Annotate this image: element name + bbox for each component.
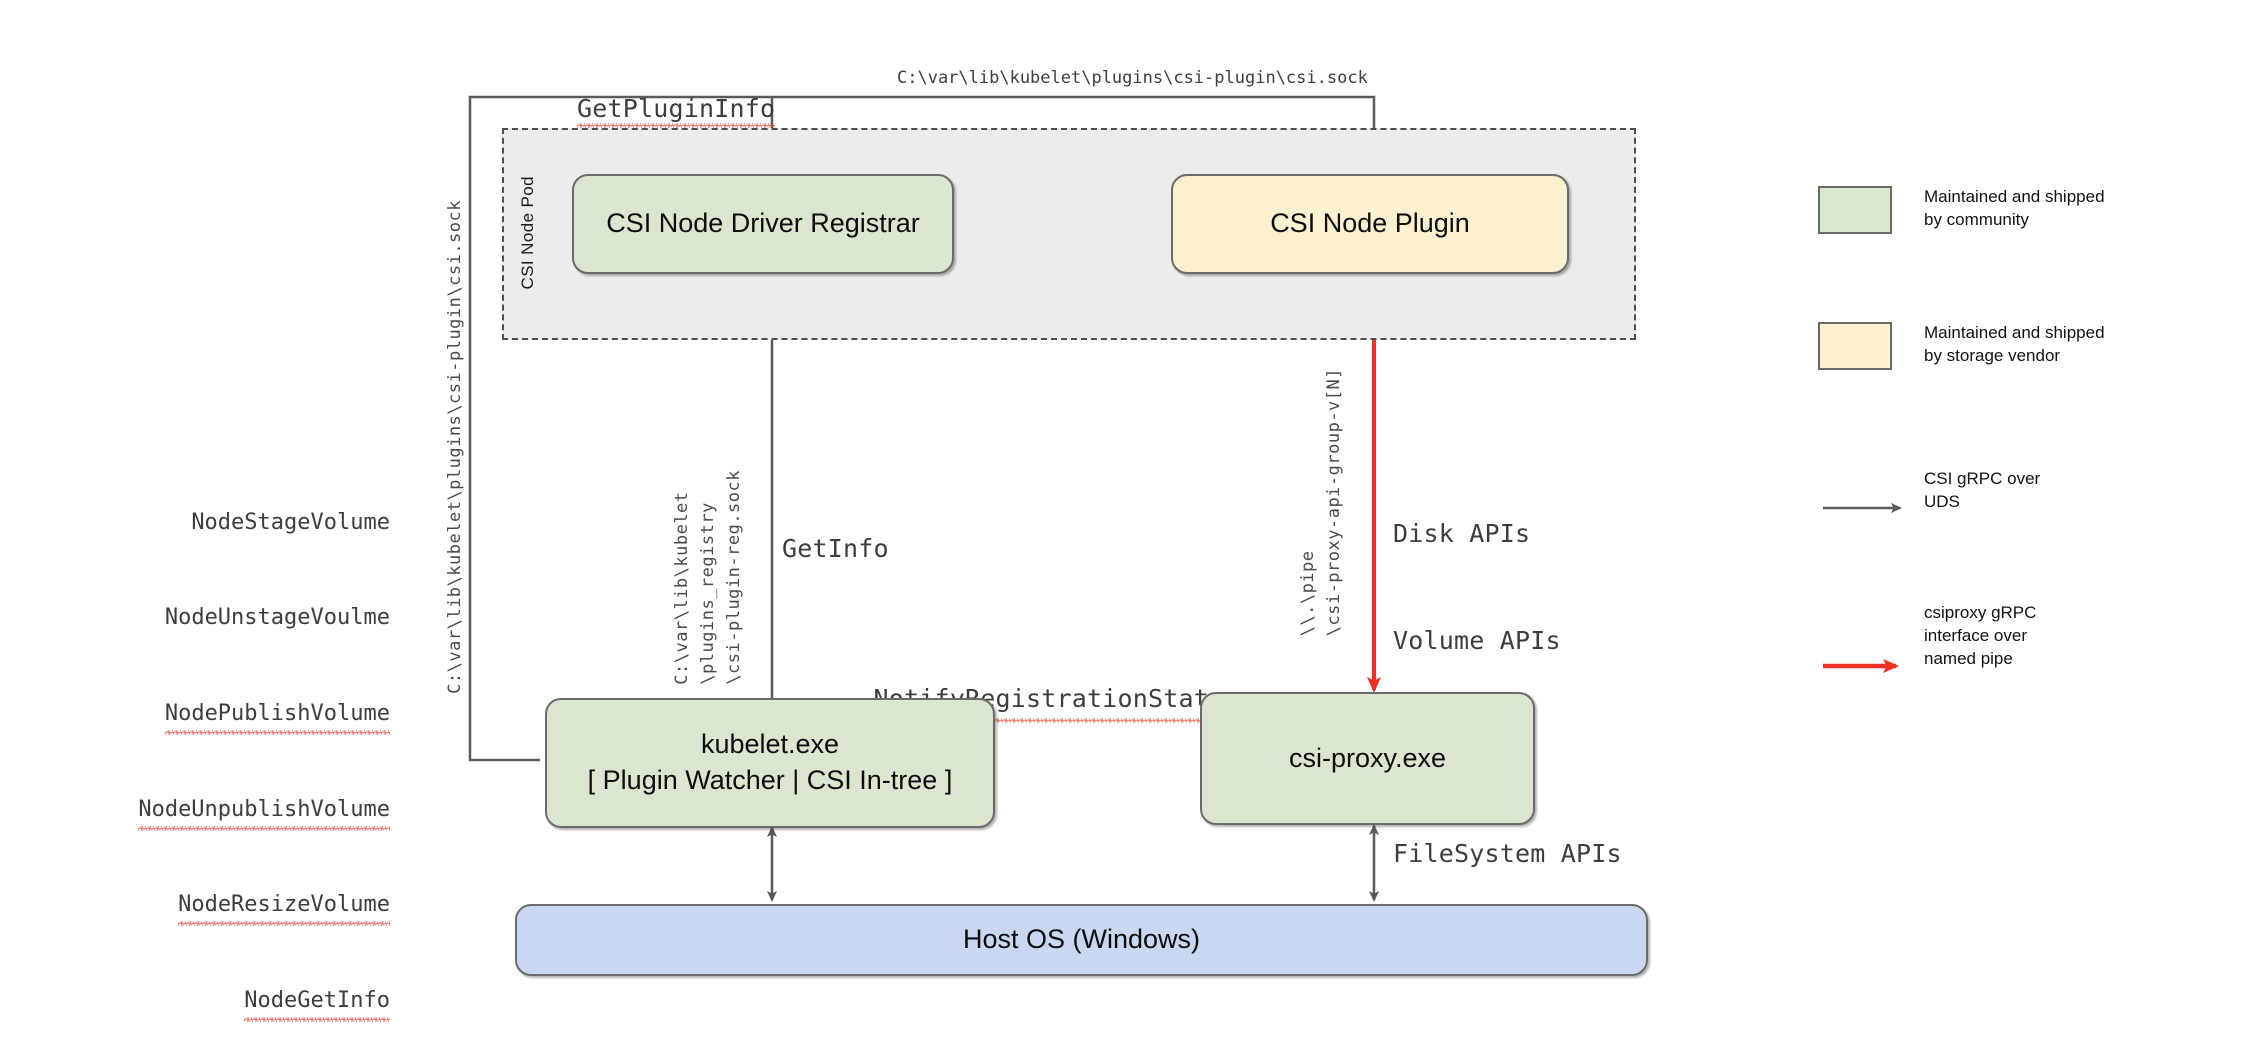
csi-sock-path-vertical-label: C:\var\lib\kubelet\plugins\csi-plugin\cs… <box>445 200 465 694</box>
csi-node-plugin-label: CSI Node Plugin <box>1270 208 1470 239</box>
legend-item-community: Maintained and shipped by community <box>1818 186 2218 256</box>
method-item: NodeUnpublishVolume <box>80 794 390 831</box>
legend-label-community: Maintained and shipped by community <box>1924 187 2105 229</box>
csi-proxy-exe-box[interactable]: csi-proxy.exe <box>1200 692 1535 825</box>
named-pipe-line-2: \csi-proxy-api-group-v[N] <box>1324 368 1344 637</box>
csi-node-plugin-box[interactable]: CSI Node Plugin <box>1171 174 1569 274</box>
csi-proxy-exe-label: csi-proxy.exe <box>1288 742 1447 773</box>
node-service-method-list: NodeStageVolume NodeUnstageVoulme NodePu… <box>80 443 391 1044</box>
legend-arrow-gray-spacer <box>1818 480 1892 528</box>
registry-path-line-2: \plugins_registry <box>698 502 718 685</box>
api-item: FileSystem APIs <box>1393 838 1622 868</box>
method-item: NodeGetInfo <box>80 985 390 1022</box>
method-item: NodePublishVolume <box>80 698 391 735</box>
method-item: NodeResizeVolume <box>80 889 390 927</box>
legend-label-csi-grpc: CSI gRPC over UDS <box>1924 469 2041 511</box>
csi-node-pod-label-wrap: CSI Node Pod <box>518 168 538 298</box>
csi-sock-path-top-label: C:\var\lib\kubelet\plugins\csi-plugin\cs… <box>897 68 1368 88</box>
csi-node-driver-registrar-box[interactable]: CSI Node Driver Registrar <box>572 174 954 274</box>
legend: Maintained and shipped by community Main… <box>1818 186 2218 710</box>
kubelet-exe-box[interactable]: kubelet.exe [ Plugin Watcher | CSI In-tr… <box>545 698 995 828</box>
legend-arrow-red-spacer <box>1818 630 1892 678</box>
host-os-box[interactable]: Host OS (Windows) <box>515 904 1648 976</box>
get-info-label: GetInfo <box>782 534 889 563</box>
named-pipe-path-label: \\.\pipe \csi-proxy-api-group-v[N] <box>1298 368 1344 636</box>
csi-node-driver-registrar-label: CSI Node Driver Registrar <box>606 208 920 239</box>
plugins-registry-path-label: C:\var\lib\kubelet \plugins_registry \cs… <box>672 470 744 685</box>
legend-item-csiproxy-grpc: csiproxy gRPC interface over named pipe <box>1818 603 2218 710</box>
legend-label-csiproxy-grpc: csiproxy gRPC interface over named pipe <box>1924 603 2037 668</box>
host-os-label: Host OS (Windows) <box>962 924 1201 955</box>
method-item: NodeUnstageVoulme <box>164 605 390 631</box>
kubelet-exe-label-line1: kubelet.exe <box>700 729 840 760</box>
named-pipe-line-1: \\.\pipe <box>1298 550 1318 637</box>
csi-node-pod-label: CSI Node Pod <box>518 176 537 290</box>
method-item: NodeStageVolume <box>191 509 390 535</box>
legend-swatch-community <box>1818 186 1892 234</box>
registry-path-line-3: \csi-plugin-reg.sock <box>724 470 744 685</box>
get-plugin-info-label: GetPluginInfo <box>577 94 776 128</box>
legend-swatch-vendor <box>1818 322 1892 370</box>
api-item: Volume APIs <box>1393 625 1561 655</box>
api-item: Disk APIs <box>1393 519 1531 548</box>
legend-label-vendor: Maintained and shipped by storage vendor <box>1924 323 2105 365</box>
legend-item-csi-grpc: CSI gRPC over UDS <box>1818 469 2218 550</box>
legend-item-vendor: Maintained and shipped by storage vendor <box>1818 322 2218 392</box>
registry-path-line-1: C:\var\lib\kubelet <box>672 491 692 685</box>
kubelet-exe-label-line2: [ Plugin Watcher | CSI In-tree ] <box>587 765 953 795</box>
